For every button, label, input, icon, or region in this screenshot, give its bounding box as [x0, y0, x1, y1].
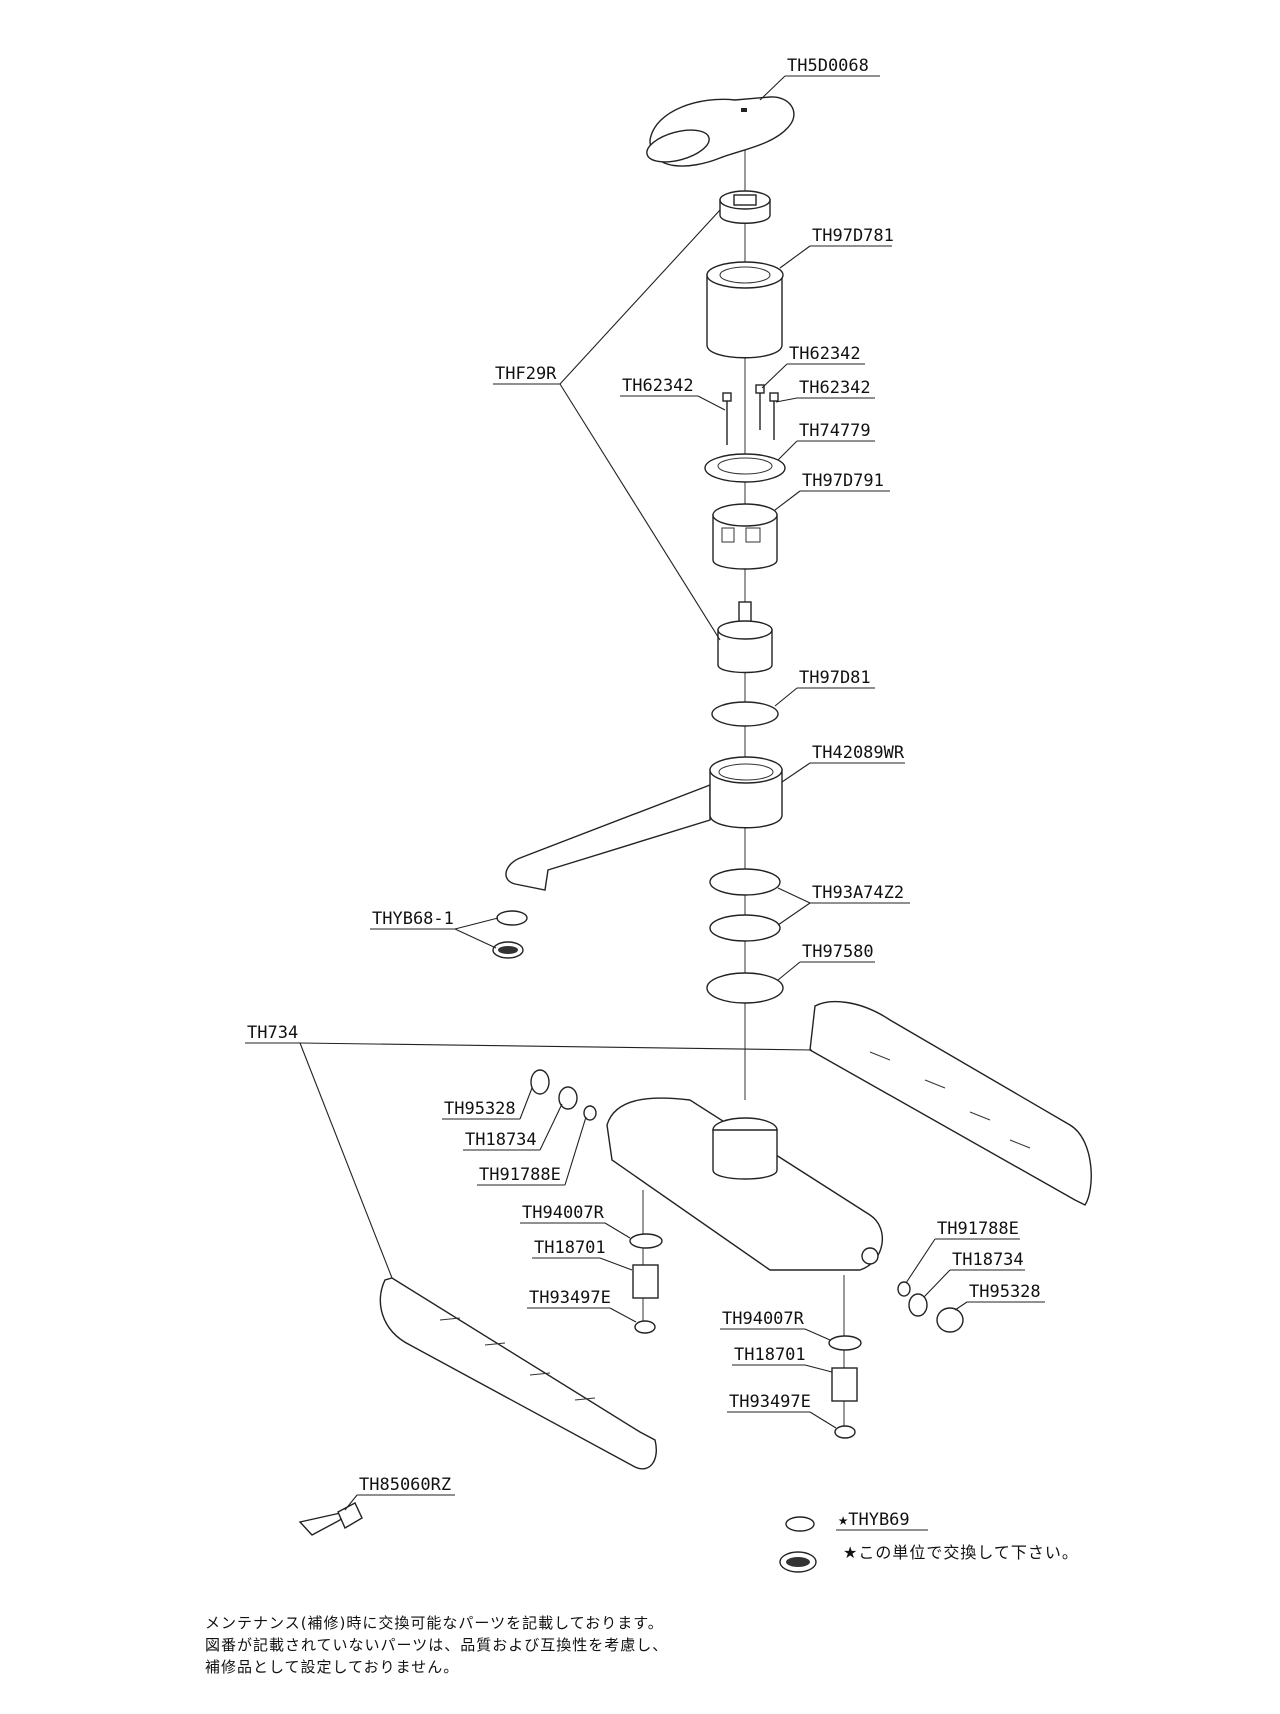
label-th42089wr: TH42089WR — [812, 743, 905, 763]
label-th734: TH734 — [247, 1023, 298, 1043]
label-th18701-right: TH18701 — [734, 1345, 806, 1365]
label-th18701-left: TH18701 — [534, 1238, 606, 1258]
label-th62342-b: TH62342 — [789, 344, 861, 364]
packing-ring-part — [706, 972, 784, 1004]
wrench-tool-part — [298, 1502, 363, 1536]
label-th85060rz: TH85060RZ — [359, 1475, 451, 1495]
label-th74779: TH74779 — [799, 421, 871, 441]
label-th93497e-left: TH93497E — [529, 1288, 611, 1308]
label-th94007r-left: TH94007R — [522, 1203, 605, 1223]
label-th95328-left: TH95328 — [444, 1099, 516, 1119]
label-th97d781: TH97D781 — [812, 226, 894, 246]
label-th93497e-right: TH93497E — [729, 1392, 811, 1412]
label-th5d0068: TH5D0068 — [787, 56, 869, 76]
footer-note-line-1: メンテナンス(補修)時に交換可能なパーツを記載しております。 — [205, 1614, 664, 1632]
label-th97d81: TH97D81 — [799, 668, 871, 688]
label-thyb69: ★THYB69 — [838, 1510, 910, 1530]
label-th97580: TH97580 — [802, 942, 874, 962]
label-th18734-left: TH18734 — [465, 1130, 537, 1150]
footer-note-line-3: 補修品として設定しておりません。 — [205, 1658, 460, 1676]
label-th91788e-right: TH91788E — [937, 1219, 1019, 1239]
label-thyb68-1: THYB68-1 — [372, 909, 454, 929]
lever-handle-part — [646, 96, 795, 167]
o-ring-upper — [709, 868, 781, 896]
part-labels: TH5D0068 TH97D781 THF29R TH62342 TH62342… — [247, 56, 1079, 1562]
label-th91788e-left: TH91788E — [479, 1165, 561, 1185]
left-valve-parts — [530, 1069, 663, 1334]
leader-lines — [245, 75, 1045, 1531]
label-th62342-c: TH62342 — [799, 378, 871, 398]
aerator-part — [492, 910, 528, 959]
right-side-cover-part — [809, 1001, 1092, 1206]
cartridge-adapter-part — [719, 190, 771, 224]
footer-note-line-2: 図番が記載されていないパーツは、品質および互換性を考慮し、 — [205, 1636, 669, 1654]
spout-part — [505, 756, 783, 891]
label-th18734-right: TH18734 — [952, 1250, 1024, 1270]
label-thf29r: THF29R — [495, 364, 557, 384]
label-th62342-a: TH62342 — [622, 376, 694, 396]
retaining-plate-part — [704, 453, 786, 483]
base-body-part — [606, 1097, 884, 1271]
right-valve-parts — [828, 1281, 964, 1439]
handle-sleeve-part — [706, 261, 784, 359]
aerator-unit-part — [779, 1516, 817, 1573]
label-th97d791: TH97D791 — [802, 471, 884, 491]
left-side-cover-part — [379, 1277, 657, 1470]
screw-parts — [722, 384, 779, 445]
ring-part — [711, 701, 779, 727]
legend-note: ★この単位で交換して下さい。 — [843, 1543, 1079, 1562]
label-th94007r-right: TH94007R — [722, 1309, 805, 1329]
cartridge-holder-part — [712, 503, 778, 570]
cartridge-part — [717, 601, 773, 674]
o-ring-lower — [709, 914, 781, 942]
label-th95328-right: TH95328 — [969, 1282, 1041, 1302]
label-th93a74z2: TH93A74Z2 — [812, 883, 904, 903]
